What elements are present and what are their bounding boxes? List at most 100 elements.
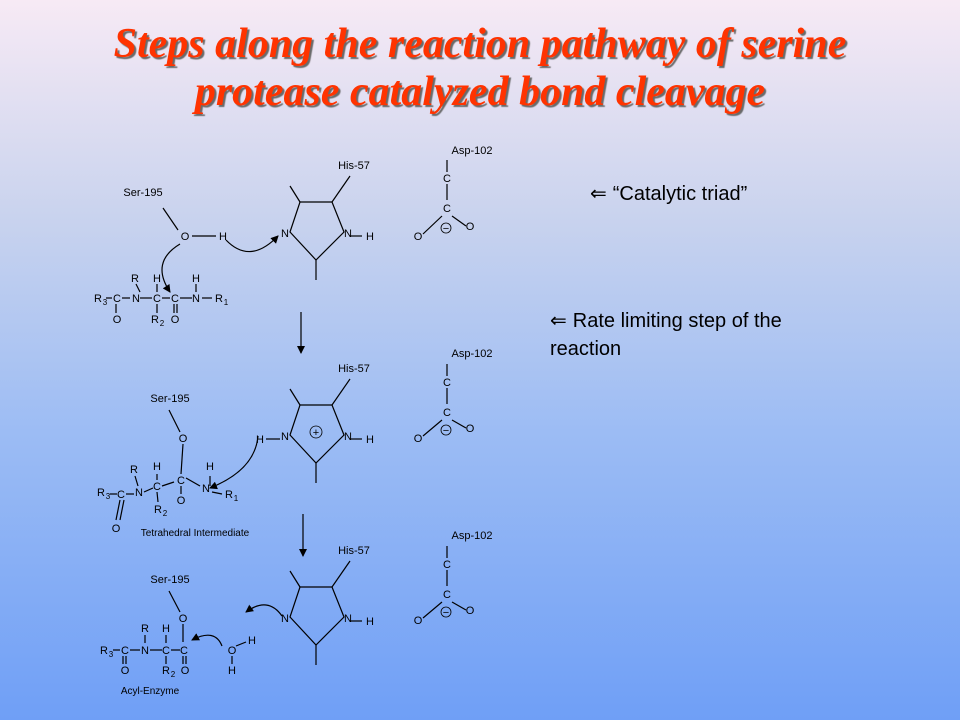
tetrahedral-label: Tetrahedral Intermediate — [141, 528, 250, 539]
title-line-2: protease catalyzed bond cleavage — [194, 69, 766, 115]
asp-o1-3: O — [414, 615, 423, 627]
his-57-label: His-57 — [338, 160, 370, 172]
note-rate-limiting: ⇐Rate limiting step of the reaction — [550, 306, 850, 363]
ser-oxygen-2: O — [179, 433, 188, 445]
sub-c1: C — [113, 293, 121, 305]
acyl-enzyme-label: Acyl-Enzyme — [121, 686, 180, 697]
ser-195-label: Ser-195 — [123, 187, 162, 199]
group-r3-3: R — [100, 645, 108, 657]
electron-arrow-3a — [245, 604, 283, 617]
asp-102-label-3: Asp-102 — [452, 530, 493, 542]
asp-c2: C — [443, 203, 451, 215]
rate-limiting-text: Rate limiting step of the reaction — [550, 310, 782, 360]
sub-c2-3: C — [162, 645, 170, 657]
sub-c3-3: C — [180, 645, 188, 657]
electron-arrow-1a — [225, 235, 279, 253]
sub-n1-2: N — [135, 487, 143, 499]
sub-h1-2: H — [153, 461, 161, 473]
his-n1-2: N — [281, 431, 289, 443]
ser-oxygen: O — [181, 231, 190, 243]
his-charge: + — [313, 427, 319, 439]
sub-c2: C — [153, 293, 161, 305]
asp-c1-2: C — [443, 377, 451, 389]
sub-c1-2: C — [117, 489, 125, 501]
asp-c2-2: C — [443, 407, 451, 419]
his-57-label-3: His-57 — [338, 545, 370, 557]
group-r2-sub-2: 2 — [163, 509, 168, 518]
his-nh-3: H — [366, 616, 374, 628]
title-line-1: Steps along the reaction pathway of seri… — [113, 21, 847, 67]
asp-c1: C — [443, 173, 451, 185]
sub-n2: N — [192, 293, 200, 305]
asp-charge: − — [443, 223, 449, 235]
imidazole-ring-2 — [289, 404, 345, 464]
sub-r-2: R — [130, 464, 138, 476]
his-n1: N — [281, 228, 289, 240]
his-n2-3: N — [344, 613, 352, 625]
group-r1: R — [215, 293, 223, 305]
panel-3-acyl-enzyme — [113, 546, 467, 665]
group-r3-sub-2: 3 — [106, 492, 111, 501]
group-r3-sub-3: 3 — [109, 650, 114, 659]
his-nh: H — [366, 231, 374, 243]
sub-r-3: R — [141, 623, 149, 635]
his-n1-3: N — [281, 613, 289, 625]
asp-charge-3: − — [443, 607, 449, 619]
ser-hydroxyl-h: H — [219, 231, 227, 243]
sub-h2-2: H — [206, 461, 214, 473]
ser-195-label-3: Ser-195 — [150, 574, 189, 586]
sub-n1-3: N — [141, 645, 149, 657]
asp-o1-2: O — [414, 433, 423, 445]
slide-title: Steps along the reaction pathway of seri… — [0, 20, 960, 116]
asp-o2: O — [466, 221, 475, 233]
sub-o2-2: O — [177, 495, 186, 507]
sub-c3-2: C — [177, 475, 185, 487]
panel-3-labels: Ser-195 His-57 Asp-102 O N N H C C O O −… — [100, 530, 492, 697]
water-h2: H — [228, 665, 236, 677]
panel-1-reactants — [106, 160, 467, 313]
sub-c2-2: C — [153, 481, 161, 493]
asp-o2-3: O — [466, 605, 475, 617]
sub-o1: O — [113, 314, 122, 326]
group-r2-3: R — [162, 665, 170, 677]
sub-n1: N — [132, 293, 140, 305]
asp-c1-3: C — [443, 559, 451, 571]
electron-arrow-3b — [191, 633, 223, 647]
sub-o1-3: O — [121, 665, 130, 677]
sub-o1-2: O — [112, 523, 121, 535]
note-catalytic-triad: ⇐“Catalytic triad” — [590, 179, 747, 208]
asp-c2-3: C — [443, 589, 451, 601]
sub-h1: H — [153, 273, 161, 285]
asp-charge-2: − — [443, 425, 449, 437]
ser-195-label-2: Ser-195 — [150, 393, 189, 405]
panel-2-labels: Ser-195 His-57 Asp-102 O H N N H + C C O… — [97, 348, 492, 539]
panel-2-tetrahedral — [110, 364, 467, 521]
group-r3-2: R — [97, 487, 105, 499]
catalytic-triad-text: “Catalytic triad” — [612, 183, 748, 205]
group-r3-sub: 3 — [103, 298, 108, 307]
sub-h1-3: H — [162, 623, 170, 635]
his-57-label-2: His-57 — [338, 363, 370, 375]
imidazole-ring-1 — [289, 201, 345, 261]
imidazole-ring-3 — [289, 586, 345, 646]
panel-1-labels: Ser-195 His-57 Asp-102 O H N N H C C O O… — [94, 145, 492, 328]
sub-o2-3: O — [181, 665, 190, 677]
sub-h2: H — [192, 273, 200, 285]
sub-n2-2: N — [202, 483, 210, 495]
group-r3: R — [94, 293, 102, 305]
group-r1-sub-2: 1 — [234, 494, 239, 503]
asp-o2-2: O — [466, 423, 475, 435]
left-arrow-icon: ⇐ — [590, 181, 607, 205]
sub-o2: O — [171, 314, 180, 326]
asp-o1: O — [414, 231, 423, 243]
electron-arrow-1b — [161, 243, 181, 293]
water-oxygen: O — [228, 645, 237, 657]
group-r2-sub-3: 2 — [171, 670, 176, 679]
group-r1-sub: 1 — [224, 298, 229, 307]
group-r2-2: R — [154, 504, 162, 516]
sub-c3: C — [171, 293, 179, 305]
sub-r: R — [131, 273, 139, 285]
his-proton-2: H — [256, 434, 264, 446]
asp-102-label: Asp-102 — [452, 145, 493, 157]
